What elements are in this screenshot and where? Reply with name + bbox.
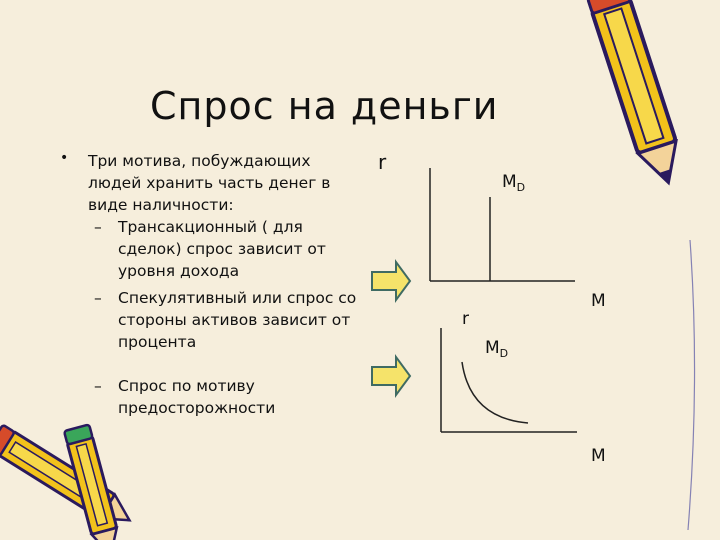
graph2-y-label: r [462, 309, 469, 329]
list-item-text: Спрос по мотиву предосторожности [118, 377, 276, 417]
arrow-right-icon [371, 353, 412, 399]
pencil-icon [586, 0, 678, 186]
curve-label-main: M [485, 338, 500, 358]
graph1-axes [429, 168, 575, 282]
curve-label-sub: D [516, 181, 526, 194]
graph2-x-label: M [591, 446, 606, 466]
list-item: – Спекулятивный или спрос со стороны акт… [94, 287, 358, 353]
pencil-icon [63, 423, 119, 540]
graph2-axes [440, 328, 577, 433]
list-item-text: Трансакционный ( для сделок) спрос завис… [118, 218, 326, 280]
dash-marker: – [94, 377, 102, 395]
list-item: – Трансакционный ( для сделок) спрос зав… [94, 216, 358, 282]
bullet-marker: • [60, 150, 69, 166]
bullet-text: Три мотива, побуждающих людей хранить ча… [88, 152, 331, 214]
dash-marker: – [94, 218, 102, 236]
graph2-curve-label: MD [485, 338, 509, 360]
graph2-demand-curve [461, 361, 529, 424]
graph1-x-label: M [591, 291, 606, 311]
curve-label-sub: D [499, 347, 509, 360]
graph1-y-label: r [378, 150, 387, 174]
arrow-right-icon [371, 258, 412, 304]
graph1-curve-label: MD [502, 172, 526, 194]
list-item: – Спрос по мотиву предосторожности [94, 375, 358, 419]
dash-marker: – [94, 289, 102, 307]
slide-title: Спрос на деньги [150, 84, 499, 128]
list-item-text: Спекулятивный или спрос со стороны актив… [118, 289, 357, 351]
curve-label-main: M [502, 172, 517, 192]
